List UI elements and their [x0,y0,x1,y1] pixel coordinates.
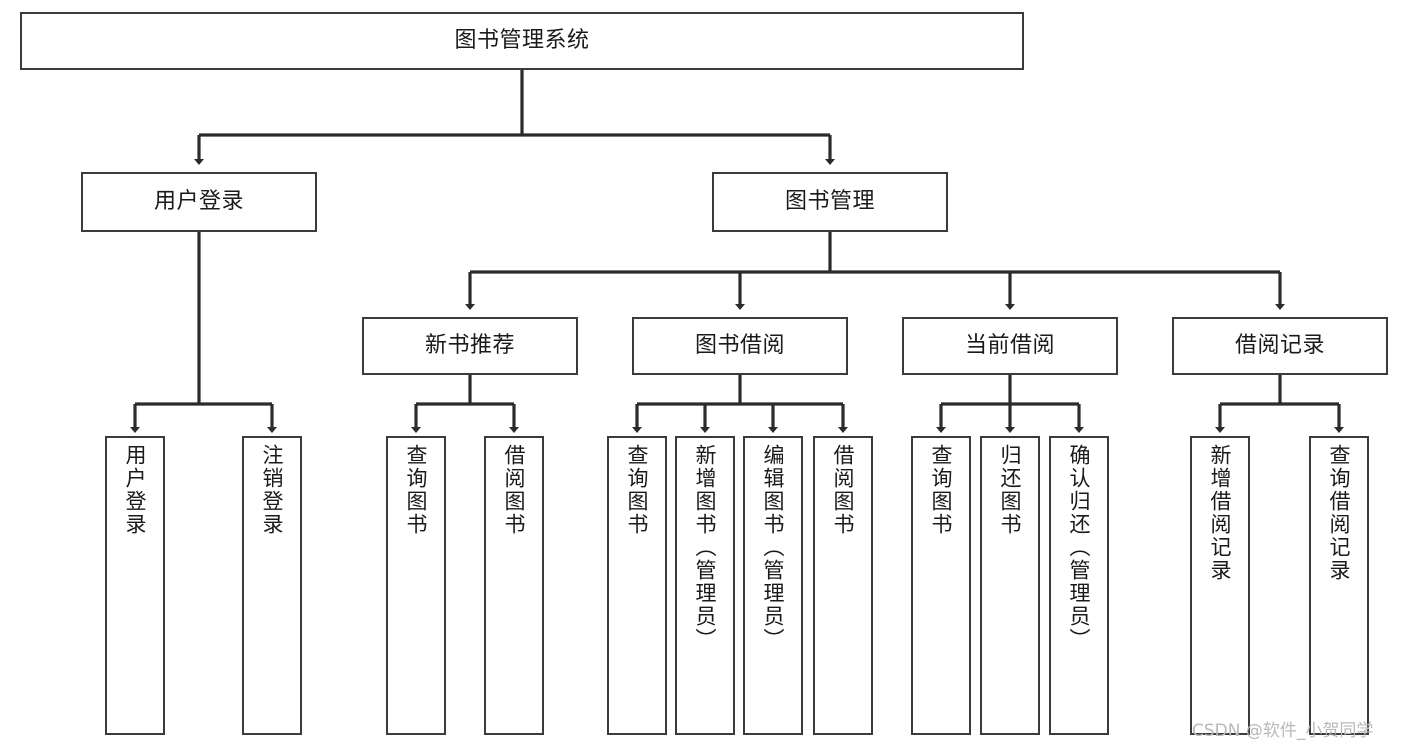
leaf-edit-book[interactable]: 编辑图书（管理员） [743,436,803,735]
leaf-logout[interactable]: 注销登录 [242,436,302,735]
leaf-query-book-1[interactable]: 查询图书 [386,436,446,735]
leaf-confirm-return[interactable]: 确认归还（管理员） [1049,436,1109,735]
node-root-label: 图书管理系统 [454,28,590,54]
leaf-query-borrow-record[interactable]: 查询借阅记录 [1309,436,1369,735]
leaf-query-book-2-label: 查询图书 [625,444,650,536]
node-book-management[interactable]: 图书管理 [712,172,948,232]
node-root[interactable]: 图书管理系统 [20,12,1024,70]
node-book-borrow[interactable]: 图书借阅 [632,317,848,375]
node-new-book-recommend-label: 新书推荐 [424,333,515,359]
leaf-return-book-label: 归还图书 [998,444,1023,536]
leaf-borrow-book-1-label: 借阅图书 [502,444,527,536]
leaf-add-book[interactable]: 新增图书（管理员） [675,436,735,735]
watermark: CSDN @软件_小贺同学 [1192,721,1374,741]
leaf-borrow-book-1[interactable]: 借阅图书 [484,436,544,735]
node-borrow-record-label: 借阅记录 [1234,333,1325,359]
leaf-edit-book-label: 编辑图书（管理员） [761,444,786,651]
node-book-management-label: 图书管理 [784,189,875,215]
leaf-query-borrow-record-label: 查询借阅记录 [1327,444,1352,582]
leaf-add-borrow-record-label: 新增借阅记录 [1208,444,1233,582]
node-user-login[interactable]: 用户登录 [81,172,317,232]
leaf-user-login[interactable]: 用户登录 [105,436,165,735]
node-user-login-label: 用户登录 [153,189,244,215]
leaf-borrow-book-2[interactable]: 借阅图书 [813,436,873,735]
leaf-query-book-1-label: 查询图书 [404,444,429,536]
node-current-borrow-label: 当前借阅 [964,333,1055,359]
leaf-logout-label: 注销登录 [260,444,285,536]
leaf-return-book[interactable]: 归还图书 [980,436,1040,735]
node-new-book-recommend[interactable]: 新书推荐 [362,317,578,375]
leaf-add-borrow-record[interactable]: 新增借阅记录 [1190,436,1250,735]
node-book-borrow-label: 图书借阅 [694,333,785,359]
leaf-add-book-label: 新增图书（管理员） [693,444,718,651]
leaf-borrow-book-2-label: 借阅图书 [831,444,856,536]
leaf-user-login-label: 用户登录 [123,444,148,536]
node-borrow-record[interactable]: 借阅记录 [1172,317,1388,375]
leaf-query-book-2[interactable]: 查询图书 [607,436,667,735]
leaf-query-book-3-label: 查询图书 [929,444,954,536]
node-current-borrow[interactable]: 当前借阅 [902,317,1118,375]
leaf-query-book-3[interactable]: 查询图书 [911,436,971,735]
leaf-confirm-return-label: 确认归还（管理员） [1067,444,1092,651]
